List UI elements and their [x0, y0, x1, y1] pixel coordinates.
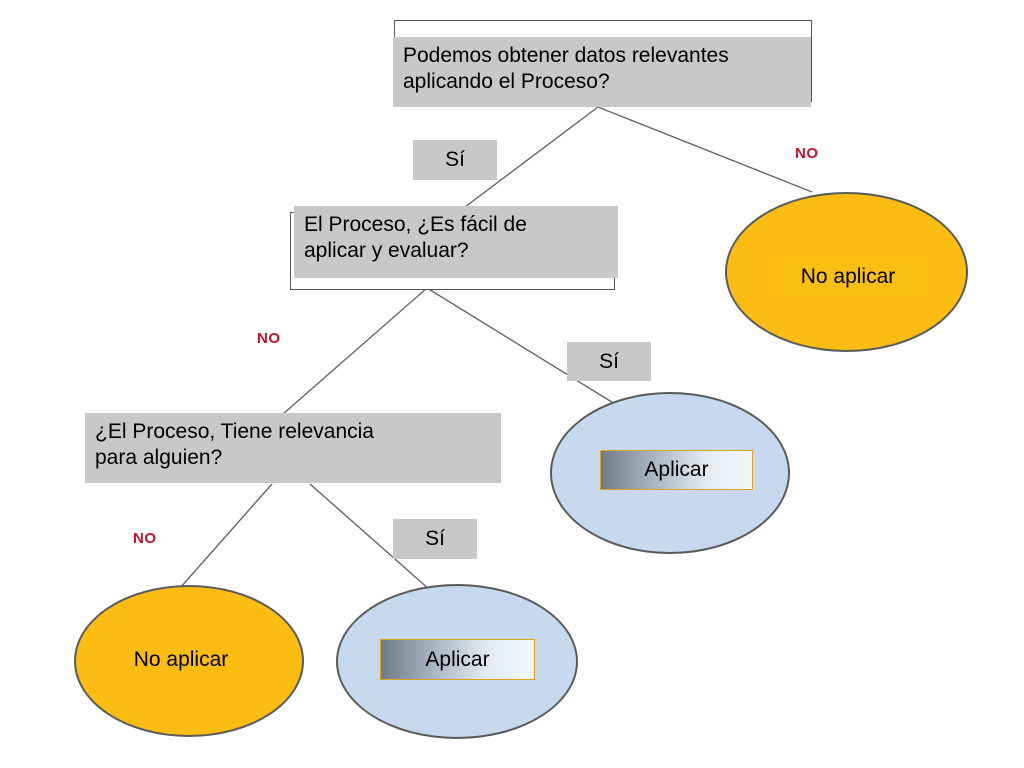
question-3-box: ¿El Proceso, Tiene relevancia para algui… — [85, 413, 501, 483]
q2-no-label: NO — [257, 330, 281, 347]
edge-q2-no — [282, 287, 428, 415]
question-1-box: Podemos obtener datos relevantes aplican… — [393, 37, 811, 107]
edge-q1-no — [597, 106, 813, 193]
apply-label-middle: Aplicar — [600, 450, 753, 490]
q3-no-label: NO — [133, 530, 157, 547]
edge-q3-no — [179, 483, 273, 589]
no-apply-node-left — [74, 585, 304, 737]
q2-yes-label: Sí — [567, 342, 651, 381]
no-apply-label-right: No aplicar — [771, 257, 925, 297]
question-2-box: El Proceso, ¿Es fácil de aplicar y evalu… — [294, 206, 618, 278]
no-apply-label-left: No aplicar — [133, 648, 229, 671]
edge-q3-yes — [309, 483, 431, 591]
edge-q1-yes — [460, 106, 599, 211]
apply-label-bottom: Aplicar — [380, 639, 535, 680]
q3-yes-label: Sí — [393, 519, 477, 559]
q1-no-label: NO — [795, 145, 819, 162]
edge-q2-yes — [426, 287, 616, 405]
q1-yes-label: Sí — [413, 140, 497, 180]
